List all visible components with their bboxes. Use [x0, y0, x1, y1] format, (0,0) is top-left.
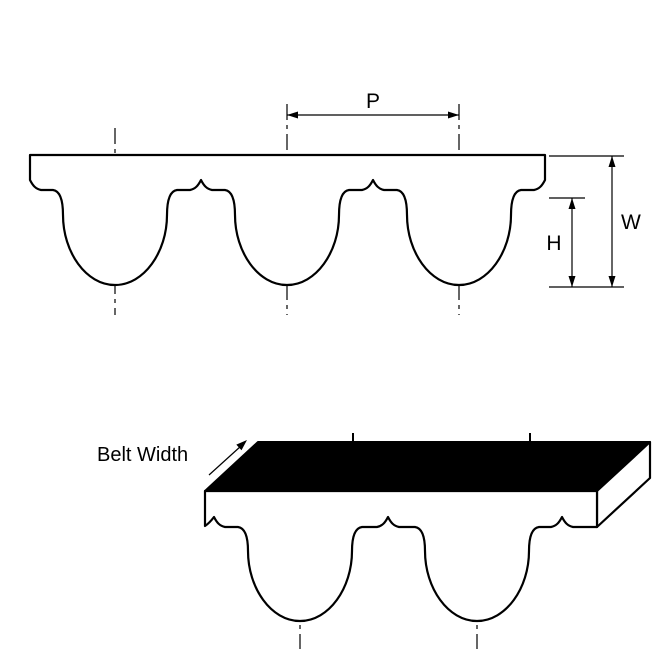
pitch-arrow-right	[448, 111, 459, 119]
belt-width-arrowhead	[236, 440, 247, 451]
width-arrow-bottom	[608, 276, 616, 287]
belt-width-arrow	[208, 445, 242, 476]
height-label: H	[546, 232, 561, 255]
height-arrow-bottom	[568, 276, 576, 287]
pitch-arrow-left	[287, 111, 298, 119]
belt-3d-top-face	[204, 441, 651, 492]
height-arrow-top	[568, 198, 576, 209]
pitch-label: P	[366, 90, 380, 113]
belt-width-label: Belt Width	[97, 444, 188, 466]
width-label: W	[621, 211, 641, 234]
width-arrow-top	[608, 156, 616, 167]
belt-cross-section-outline	[28, 153, 547, 287]
belt-3d-front-profile	[203, 489, 599, 623]
